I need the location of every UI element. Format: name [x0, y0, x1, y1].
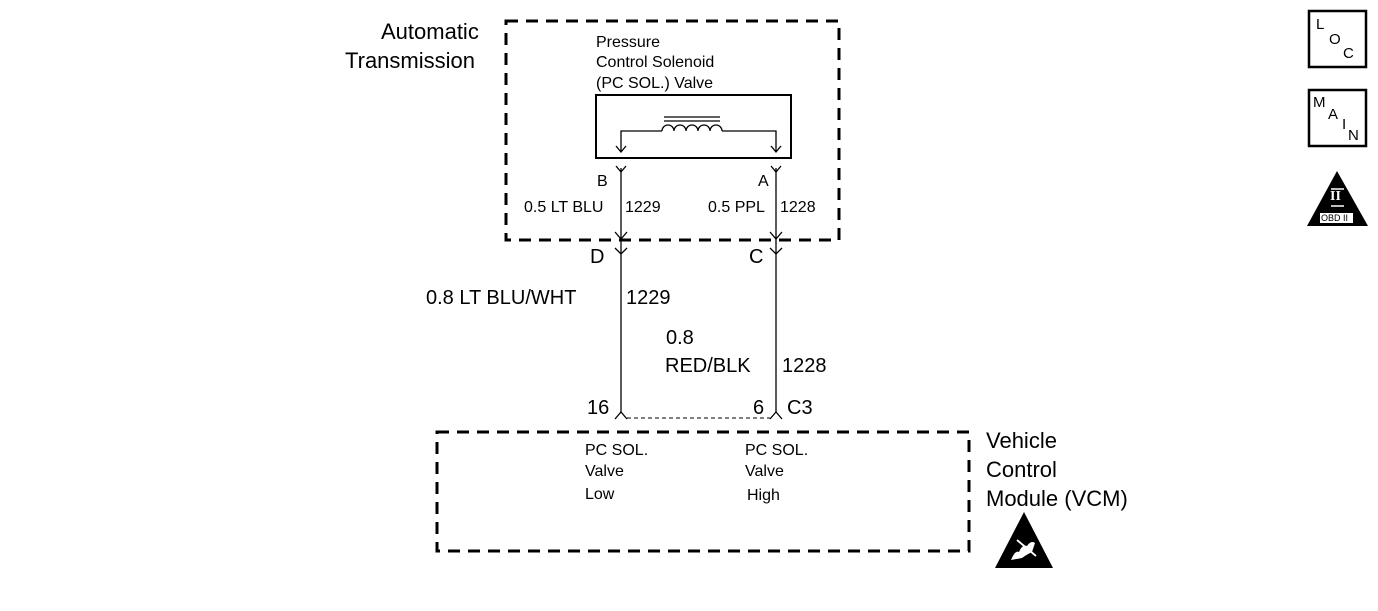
obd-text: OBD II [1321, 213, 1349, 223]
main-letter-m: M [1313, 94, 1326, 111]
wire-1228-color: RED/BLK [665, 355, 751, 377]
vcm-low-line1: PC SOL. [585, 442, 649, 459]
vcm-high-line3: High [747, 487, 780, 504]
wire-1228-size: 0.8 [666, 327, 694, 349]
vcm-label-line2: Control [986, 457, 1057, 482]
transmission-box [504, 19, 841, 242]
vcm-box [435, 430, 971, 553]
solenoid-label-line3: (PC SOL.) Valve [596, 75, 714, 92]
transmission-label-line2: Transmission [345, 48, 475, 73]
wire-a-color: 0.5 PPL [708, 199, 765, 216]
transmission-label-line1: Automatic [381, 19, 479, 44]
loc-letter-l: L [1316, 16, 1325, 33]
vcm-low-line3: Low [585, 486, 615, 503]
loc-icon [1307, 9, 1368, 69]
wire-1228-circuit: 1228 [782, 355, 827, 377]
solenoid-box [595, 94, 792, 159]
obd-ii-icon [1307, 171, 1368, 226]
vcm-low-line2: Valve [585, 463, 624, 480]
vcm-high-line2: Valve [745, 463, 784, 480]
solenoid-label-line1: Pressure [596, 34, 661, 51]
pin-b-label: B [597, 173, 608, 190]
vcm-pin-6: 6 [753, 397, 765, 419]
vcm-high-line1: PC SOL. [745, 442, 809, 459]
vcm-label-line1: Vehicle [986, 428, 1057, 453]
solenoid-label-line2: Control Solenoid [596, 54, 715, 71]
main-icon [1307, 88, 1368, 148]
loc-letter-c: C [1343, 45, 1354, 62]
wire-b-color: 0.5 LT BLU [524, 199, 604, 216]
main-letter-i: I [1342, 116, 1347, 133]
vcm-label-line3: Module (VCM) [986, 486, 1128, 511]
wire-a-circuit: 1228 [780, 199, 816, 216]
wire-1229-circuit: 1229 [626, 287, 671, 309]
wires [614, 165, 783, 420]
obd-numeral: II [1330, 189, 1341, 204]
vcm-pin-16: 16 [587, 397, 610, 419]
main-letter-n: N [1348, 127, 1359, 144]
connector-c-label: C [749, 246, 764, 268]
esd-warning-icon [995, 512, 1053, 568]
solenoid-coil-icon [615, 116, 782, 154]
vcm-connector-c3: C3 [787, 397, 813, 419]
pin-a-label: A [758, 173, 769, 190]
wire-b-circuit: 1229 [625, 199, 661, 216]
main-letter-a: A [1328, 106, 1339, 123]
connector-d-label: D [590, 246, 605, 268]
loc-letter-o: O [1329, 31, 1341, 48]
wire-1229-color: 0.8 LT BLU/WHT [426, 287, 577, 309]
